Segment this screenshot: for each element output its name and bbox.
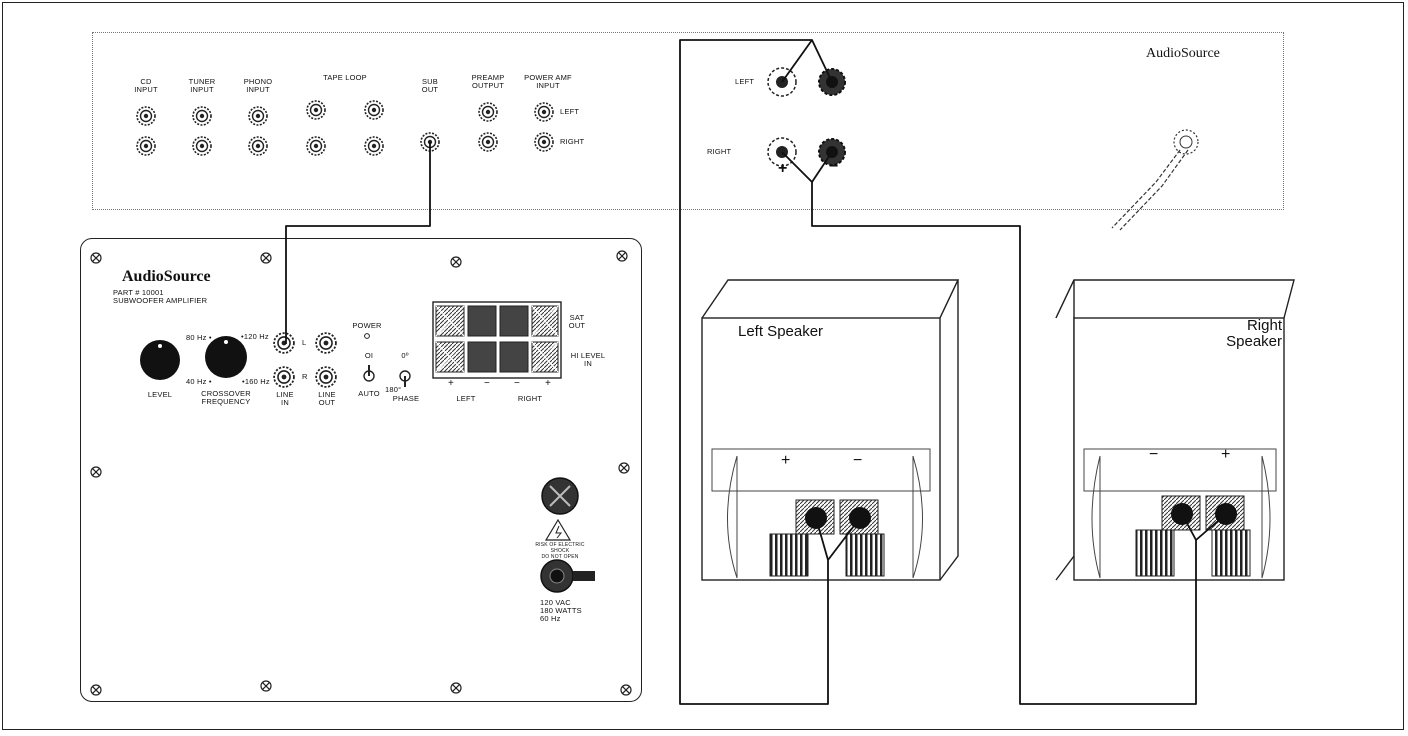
receiver-rear-panel — [92, 32, 1284, 210]
rca-jack-tape-2-right — [364, 136, 384, 156]
rca-jack-line-out-right — [315, 366, 337, 388]
label-block-plus-1: + — [448, 378, 455, 389]
rca-jack-preamp-left — [478, 102, 498, 122]
crossover-knob — [205, 336, 247, 378]
left-speaker-terminal-plus: + — [781, 452, 791, 469]
power-led — [364, 333, 370, 339]
left-speaker-terminal-minus: − — [853, 452, 863, 469]
label-sub-out: SUB OUT — [421, 77, 439, 94]
sub-out-cable — [285, 142, 431, 344]
label-right-channel: RIGHT — [560, 137, 585, 146]
label-tuner-input: TUNER INPUT — [188, 77, 216, 94]
right-speaker-terminal-plus: + — [1221, 446, 1231, 463]
warning-triangle-icon — [544, 518, 572, 541]
label-120hz: •120 Hz — [241, 332, 269, 341]
label-terminal-left: LEFT — [456, 394, 476, 403]
rca-jack-line-in-right — [273, 366, 295, 388]
rca-jack-cd-left — [136, 106, 156, 126]
rca-jack-cd-right — [136, 136, 156, 156]
receiver-brand-logo: AudioSource — [1146, 46, 1220, 61]
rca-jack-poweramp-right — [534, 132, 554, 152]
label-power-rating: 120 VAC 180 WATTS 60 Hz — [540, 598, 582, 623]
label-terminal-plus: + — [778, 160, 788, 177]
rca-jack-poweramp-left — [534, 102, 554, 122]
label-block-minus-2: − — [514, 378, 521, 389]
fuse-holder — [541, 477, 579, 515]
label-crossover-frequency: CROSSOVER FREQUENCY — [201, 389, 251, 406]
right-speaker-cabinet — [1055, 279, 1295, 581]
rca-jack-tape-1-right — [306, 136, 326, 156]
speaker-wires — [285, 39, 1227, 705]
label-cd-input: CD INPUT — [134, 77, 158, 94]
label-phase: PHASE — [392, 394, 420, 403]
label-80hz: 80 Hz • — [186, 333, 212, 342]
label-hi-level-in: HI LEVEL IN — [570, 351, 606, 368]
left-negative-jumper — [811, 39, 833, 83]
label-auto: AUTO — [358, 389, 380, 398]
label-line-out: LINE OUT — [318, 390, 336, 407]
rca-jack-phono-left — [248, 106, 268, 126]
power-inlet — [540, 559, 595, 593]
level-knob — [140, 340, 180, 380]
label-40hz: 40 Hz • — [186, 377, 212, 386]
label-power: POWER — [352, 321, 382, 330]
label-tape-loop: TAPE LOOP — [323, 73, 367, 82]
rca-jack-phono-right — [248, 136, 268, 156]
label-terminal-minus: − — [829, 158, 839, 175]
phase-switch — [399, 370, 411, 387]
rca-jack-preamp-right — [478, 132, 498, 152]
subwoofer-brand-logo: AudioSource — [122, 268, 211, 285]
right-speaker-negative-lead — [1195, 513, 1227, 541]
label-block-plus-2: + — [545, 378, 552, 389]
label-l: L — [302, 338, 307, 347]
rca-jack-tape-1-left — [306, 100, 326, 120]
label-shock-warning: RISK OF ELECTRIC SHOCK DO NOT OPEN — [535, 542, 585, 560]
label-r: R — [302, 372, 308, 381]
label-model: SUBWOOFER AMPLIFIER — [113, 296, 208, 305]
rca-jack-tuner-left — [192, 106, 212, 126]
label-on: OI — [364, 351, 374, 360]
right-speaker-terminal-minus: − — [1149, 446, 1159, 463]
rca-jack-line-in-left — [273, 332, 295, 354]
rca-jack-line-out-left — [315, 332, 337, 354]
left-speaker-cabinet — [701, 279, 960, 581]
label-preamp-output: PREAMP OUTPUT — [471, 73, 505, 90]
power-mode-switch — [363, 365, 375, 382]
rca-jack-tuner-right — [192, 136, 212, 156]
receiver-power-cord — [1111, 129, 1199, 231]
label-phono-input: PHONO INPUT — [243, 77, 273, 94]
subwoofer-amplifier-panel — [80, 238, 642, 702]
label-right-terminals: RIGHT — [707, 147, 732, 156]
label-power-amp-input: POWER AMF INPUT — [524, 73, 572, 90]
label-block-minus-1: − — [484, 378, 491, 389]
label-left-terminals: LEFT — [735, 77, 755, 86]
receiver-rca-jacks — [136, 100, 554, 156]
left-speaker-label: Left Speaker — [738, 323, 824, 340]
right-speaker-label: Right Speaker — [1226, 317, 1282, 350]
label-sat-out: SAT OUT — [568, 313, 586, 330]
label-phase-0: 0º — [401, 351, 409, 360]
label-level: LEVEL — [147, 390, 173, 399]
rca-jack-tape-2-left — [364, 100, 384, 120]
left-speaker-negative-lead — [827, 517, 861, 561]
label-left-channel: LEFT — [560, 107, 580, 116]
label-part-number: PART # 10001 — [113, 288, 164, 297]
label-line-in: LINE IN — [276, 390, 294, 407]
label-160hz: •160 Hz — [242, 377, 270, 386]
label-terminal-right: RIGHT — [517, 394, 543, 403]
label-phase-180: 180° — [385, 385, 402, 394]
hi-level-terminal-block — [432, 301, 562, 379]
